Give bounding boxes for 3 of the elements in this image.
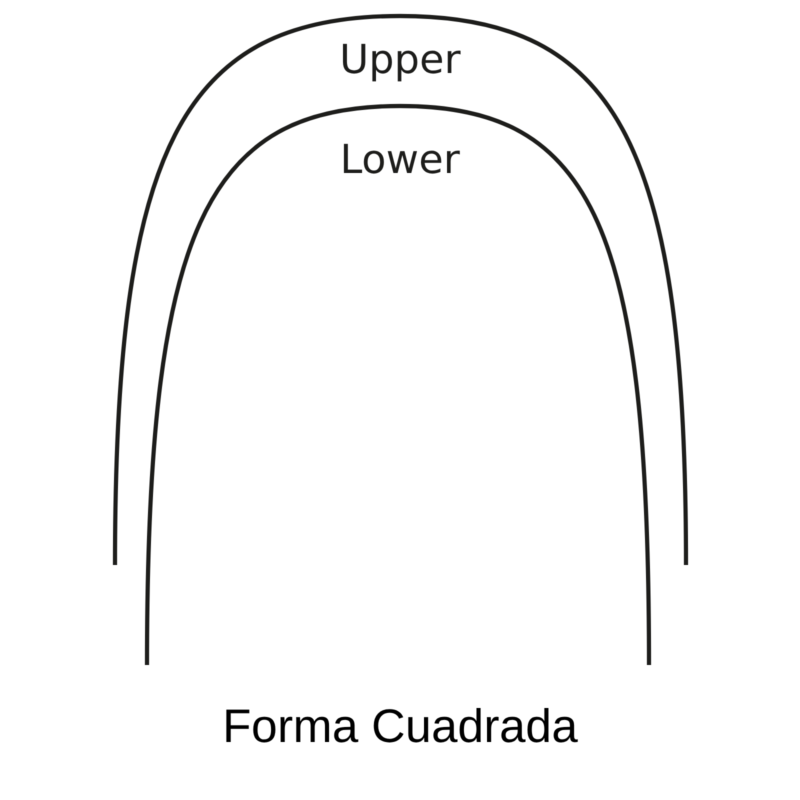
part-label: Upper	[340, 40, 461, 80]
caption: Forma Cuadrada	[222, 702, 578, 749]
part-label: Lower	[340, 140, 460, 180]
